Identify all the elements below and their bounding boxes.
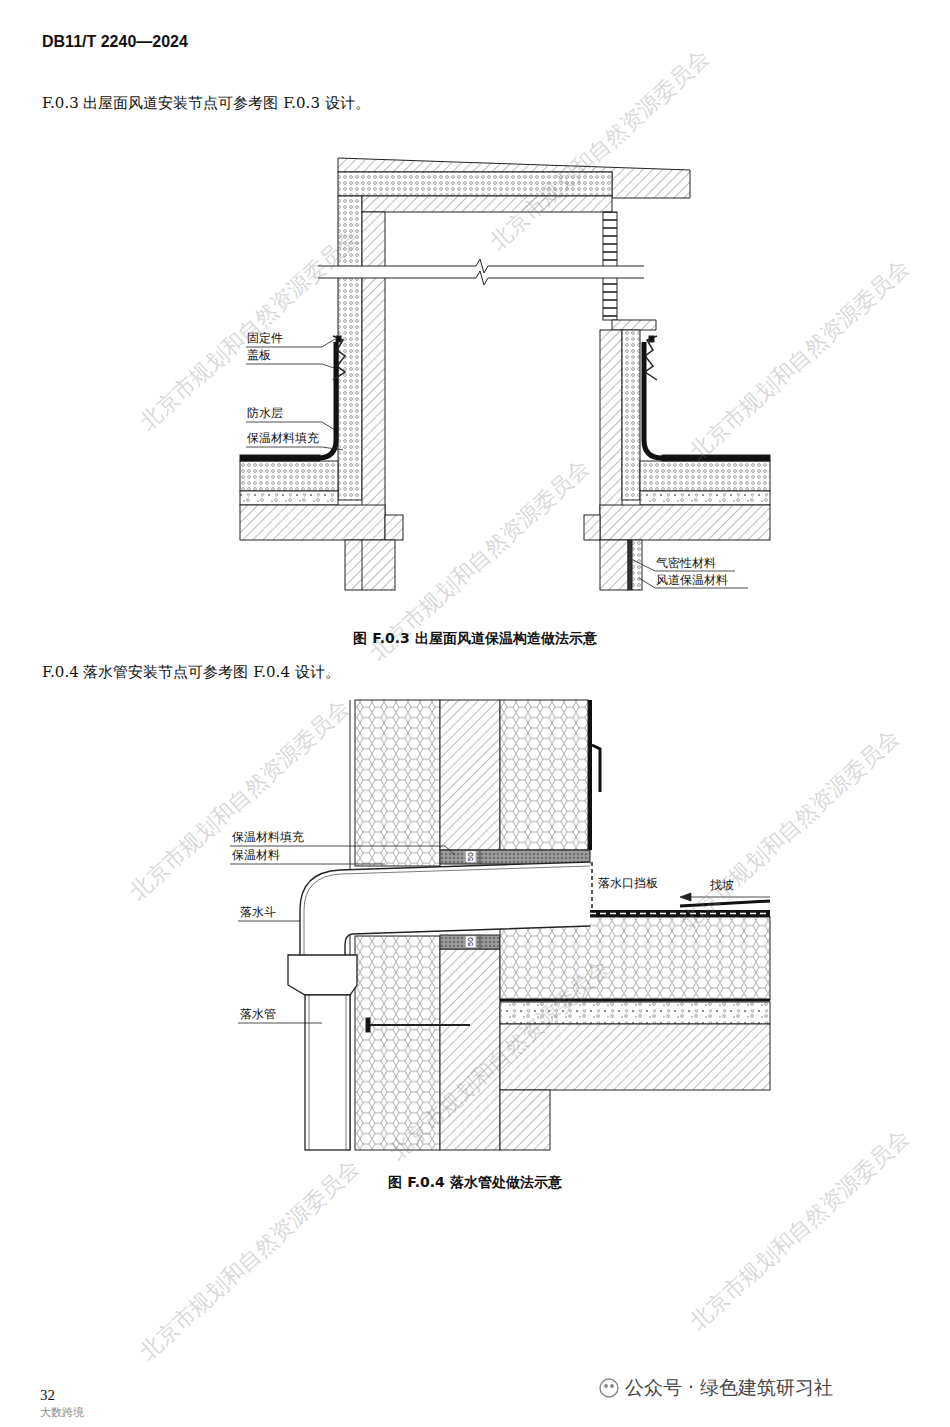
part-label: 盖板: [247, 348, 271, 362]
part-label: 落水管: [240, 1007, 276, 1021]
standard-number: DB11/T 2240—2024: [42, 32, 188, 51]
part-label: 防水层: [247, 406, 283, 420]
account-footer: 公众号 · 绿色建筑研习社: [625, 1376, 833, 1399]
part-label: 风道保温材料: [656, 573, 728, 587]
source-tag: 大数跨境: [40, 1406, 84, 1419]
part-label: 保温材料: [232, 848, 280, 862]
part-label: 保温材料填充: [247, 431, 319, 445]
part-label: 落水斗: [240, 905, 276, 919]
part-label: 落水口挡板: [598, 876, 658, 890]
clause-text: F.0.4 落水管安装节点可参考图 F.0.4 设计。: [42, 663, 340, 681]
clause-text: F.0.3 出屋面风道安装节点可参考图 F.0.3 设计。: [42, 94, 370, 112]
part-label: 保温材料填充: [232, 830, 304, 844]
page-number: 32: [40, 1386, 55, 1404]
watermark: 北京市规划和自然资源委员会: [685, 1125, 915, 1336]
dimension: 50: [465, 852, 475, 863]
leader-lines: [230, 846, 770, 1023]
dimension: 50: [465, 937, 475, 948]
watermark: 北京市规划和自然资源委员会: [685, 255, 915, 466]
figure-caption: 图 F.0.4 落水管处做法示意: [388, 1174, 561, 1191]
watermark: 北京市规划和自然资源委员会: [135, 225, 365, 436]
watermark: 北京市规划和自然资源委员会: [485, 45, 715, 256]
part-label: 气密性材料: [656, 556, 716, 570]
watermark: 北京市规划和自然资源委员会: [135, 1155, 365, 1366]
watermark: 北京市规划和自然资源委员会: [675, 725, 905, 936]
wechat-icon: [600, 1379, 618, 1397]
